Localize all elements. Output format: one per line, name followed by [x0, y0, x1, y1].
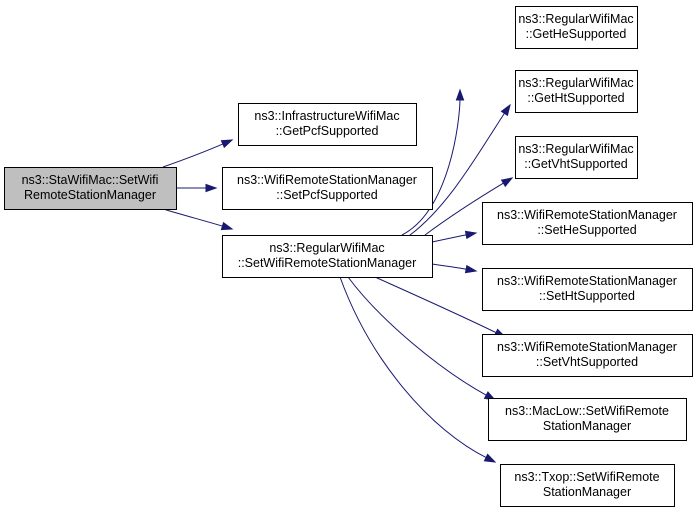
edge-sta_set_wrsm-to-infra_get_pcf — [162, 139, 234, 168]
nodes-layer: ns3::StaWifiMac::SetWifiRemoteStationMan… — [4, 6, 693, 507]
edge-arrowhead — [464, 264, 478, 274]
edge-arrowhead — [220, 221, 234, 231]
node-label-line: RemoteStationManager — [24, 188, 156, 202]
node-label-line: StationManager — [543, 485, 631, 499]
node-regular-get-ht[interactable]: ns3::RegularWifiMac::GetHtSupported — [515, 70, 638, 113]
edge-line — [431, 233, 469, 243]
edge-arrowhead — [220, 139, 234, 149]
edge-regular_set_wrsm-to-regular_get_vht — [424, 177, 514, 236]
node-box — [515, 6, 638, 49]
edge-arrowhead — [500, 177, 514, 188]
edges-layer — [162, 88, 514, 463]
edge-arrowhead — [205, 183, 218, 193]
node-wrsm-set-vht[interactable]: ns3::WifiRemoteStationManager::SetVhtSup… — [482, 334, 693, 377]
node-label-line: ns3::RegularWifiMac — [518, 142, 633, 156]
node-regular-get-he[interactable]: ns3::RegularWifiMac::GetHeSupported — [515, 6, 638, 49]
edge-line — [409, 111, 506, 236]
node-label-line: ns3::WifiRemoteStationManager — [497, 208, 677, 222]
node-label-line: ::SetHtSupported — [539, 289, 635, 303]
node-label-line: ns3::StaWifiMac::SetWifi — [22, 173, 159, 187]
node-regular-get-vht[interactable]: ns3::RegularWifiMac::GetVhtSupported — [515, 136, 638, 179]
node-box — [488, 398, 687, 441]
node-label-line: ::SetVhtSupported — [536, 355, 638, 369]
node-box — [482, 202, 693, 245]
node-label-line: ns3::WifiRemoteStationManager — [237, 173, 417, 187]
edge-regular_set_wrsm-to-txop_set_wrsm — [339, 276, 497, 463]
edge-arrowhead — [455, 88, 465, 101]
node-label-line: ::GetHtSupported — [527, 91, 624, 105]
edge-sta_set_wrsm-to-wrsm_set_pcf — [176, 183, 218, 193]
edge-line — [374, 276, 499, 334]
node-box — [482, 268, 693, 311]
node-label-line: ns3::Txop::SetWifiRemote — [514, 470, 659, 484]
node-label-line: ns3::RegularWifiMac — [269, 241, 384, 255]
edge-sta_set_wrsm-to-regular_set_wrsm — [162, 208, 234, 231]
node-infra-get-pcf[interactable]: ns3::InfrastructureWifiMac::GetPcfSuppor… — [238, 103, 417, 146]
node-label-line: ns3::RegularWifiMac — [518, 76, 633, 90]
node-label-line: StationManager — [543, 419, 631, 433]
node-sta-set-wrsm[interactable]: ns3::StaWifiMac::SetWifiRemoteStationMan… — [4, 167, 177, 210]
node-label-line: ::SetWifiRemoteStationManager — [238, 256, 417, 270]
edge-line — [347, 276, 489, 397]
node-box — [222, 167, 433, 210]
node-box — [482, 334, 693, 377]
node-regular-set-wrsm[interactable]: ns3::RegularWifiMac::SetWifiRemoteStatio… — [222, 235, 433, 278]
node-box — [515, 136, 638, 179]
edge-regular_set_wrsm-to-wrsm_set_he — [431, 230, 478, 243]
node-box — [500, 464, 675, 507]
edge-line — [431, 263, 469, 271]
node-label-line: ns3::WifiRemoteStationManager — [497, 274, 677, 288]
node-label-line: ::GetPcfSupported — [276, 124, 379, 138]
edge-regular_set_wrsm-to-regular_get_ht — [409, 103, 511, 236]
edge-arrowhead — [464, 230, 478, 240]
node-box — [4, 167, 177, 210]
node-label-line: ns3::InfrastructureWifiMac — [254, 109, 399, 123]
edge-line — [401, 97, 461, 236]
edge-arrowhead — [500, 103, 511, 117]
edge-line — [339, 276, 489, 459]
node-maclow-set-wrsm[interactable]: ns3::MacLow::SetWifiRemoteStationManager — [488, 398, 687, 441]
edge-regular_set_wrsm-to-maclow_set_wrsm — [347, 276, 497, 401]
edge-regular_set_wrsm-to-wrsm_set_ht — [431, 263, 478, 274]
node-label-line: ns3::RegularWifiMac — [518, 12, 633, 26]
edge-arrowhead — [483, 453, 497, 463]
node-label-line: ns3::WifiRemoteStationManager — [497, 340, 677, 354]
edge-regular_set_wrsm-to-regular_get_he — [401, 88, 465, 236]
edge-line — [162, 208, 225, 228]
node-wrsm-set-he[interactable]: ns3::WifiRemoteStationManager::SetHeSupp… — [482, 202, 693, 245]
edge-line — [162, 142, 225, 168]
node-label-line: ::SetPcfSupported — [276, 188, 378, 202]
node-box — [238, 103, 417, 146]
node-label-line: ns3::MacLow::SetWifiRemote — [505, 404, 669, 418]
node-box — [515, 70, 638, 113]
node-label-line: ::GetHeSupported — [526, 27, 627, 41]
node-wrsm-set-ht[interactable]: ns3::WifiRemoteStationManager::SetHtSupp… — [482, 268, 693, 311]
node-box — [222, 235, 433, 278]
node-label-line: ::SetHeSupported — [537, 223, 636, 237]
node-label-line: ::GetVhtSupported — [524, 157, 628, 171]
node-txop-set-wrsm[interactable]: ns3::Txop::SetWifiRemoteStationManager — [500, 464, 675, 507]
node-wrsm-set-pcf[interactable]: ns3::WifiRemoteStationManager::SetPcfSup… — [222, 167, 433, 210]
edge-line — [424, 181, 506, 236]
